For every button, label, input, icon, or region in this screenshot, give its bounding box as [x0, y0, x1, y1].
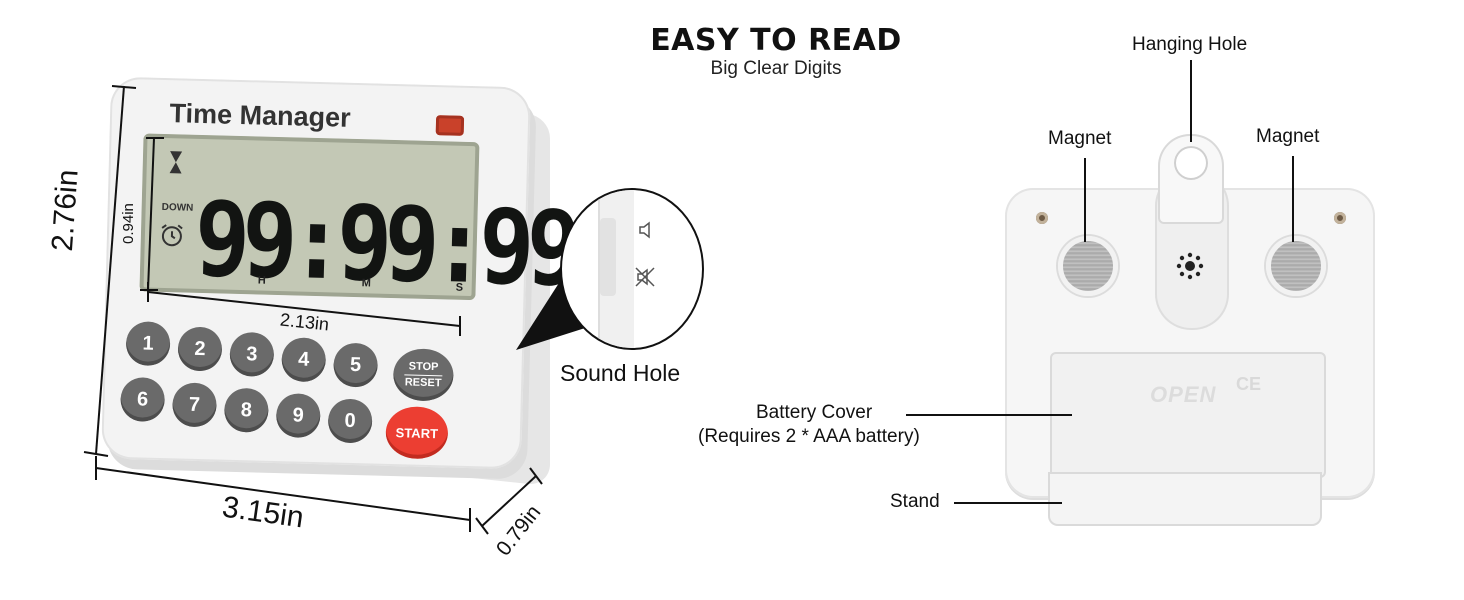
- speaker-icon: [639, 221, 650, 239]
- ce-mark: CE: [1236, 374, 1262, 394]
- magnet-left-leader: [1084, 158, 1086, 242]
- hourglass-icon: [169, 151, 183, 174]
- magnet-right-leader: [1292, 156, 1294, 242]
- dimension-height: 2.76in: [46, 168, 85, 253]
- hanging-hole: [1174, 146, 1208, 180]
- timer-front: Time Manager DOWN 99:99:99 H M S 1 2 3 4…: [101, 76, 575, 470]
- alarm-clock-icon: [161, 224, 183, 247]
- battery-cover-leader: [906, 414, 1072, 416]
- stand[interactable]: [1048, 472, 1322, 526]
- dimension-screen-height: 0.94in: [120, 203, 137, 244]
- screw-right: [1334, 212, 1346, 224]
- magnet-right-label: Magnet: [1256, 126, 1320, 147]
- headline: EASY TO READ Big Clear Digits: [600, 24, 952, 80]
- headline-title: EASY TO READ: [650, 23, 902, 58]
- sound-switch: [600, 218, 616, 296]
- open-mark: OPEN: [1150, 382, 1217, 407]
- battery-cover-label: Battery Cover: [756, 402, 873, 423]
- sound-hole-label: Sound Hole: [560, 360, 681, 386]
- lcd-screen: DOWN 99:99:99 H M S: [139, 133, 575, 309]
- magnet-left: [1058, 236, 1118, 296]
- stand-label: Stand: [890, 491, 940, 512]
- hanging-hole-leader: [1190, 60, 1192, 142]
- screw-left: [1036, 212, 1048, 224]
- hanging-hole-label: Hanging Hole: [1132, 34, 1248, 55]
- sound-hole-zoom: [560, 188, 704, 350]
- stand-leader: [954, 502, 1062, 504]
- magnet-left-label: Magnet: [1048, 128, 1112, 149]
- magnet-right: [1266, 236, 1326, 296]
- speaker-muted-icon: [635, 267, 655, 287]
- speaker-grille-icon: [1176, 252, 1204, 280]
- battery-cover[interactable]: OPEN CE: [1050, 352, 1326, 478]
- battery-note-label: (Requires 2 * AAA battery): [698, 426, 920, 447]
- headline-subtitle: Big Clear Digits: [710, 58, 842, 79]
